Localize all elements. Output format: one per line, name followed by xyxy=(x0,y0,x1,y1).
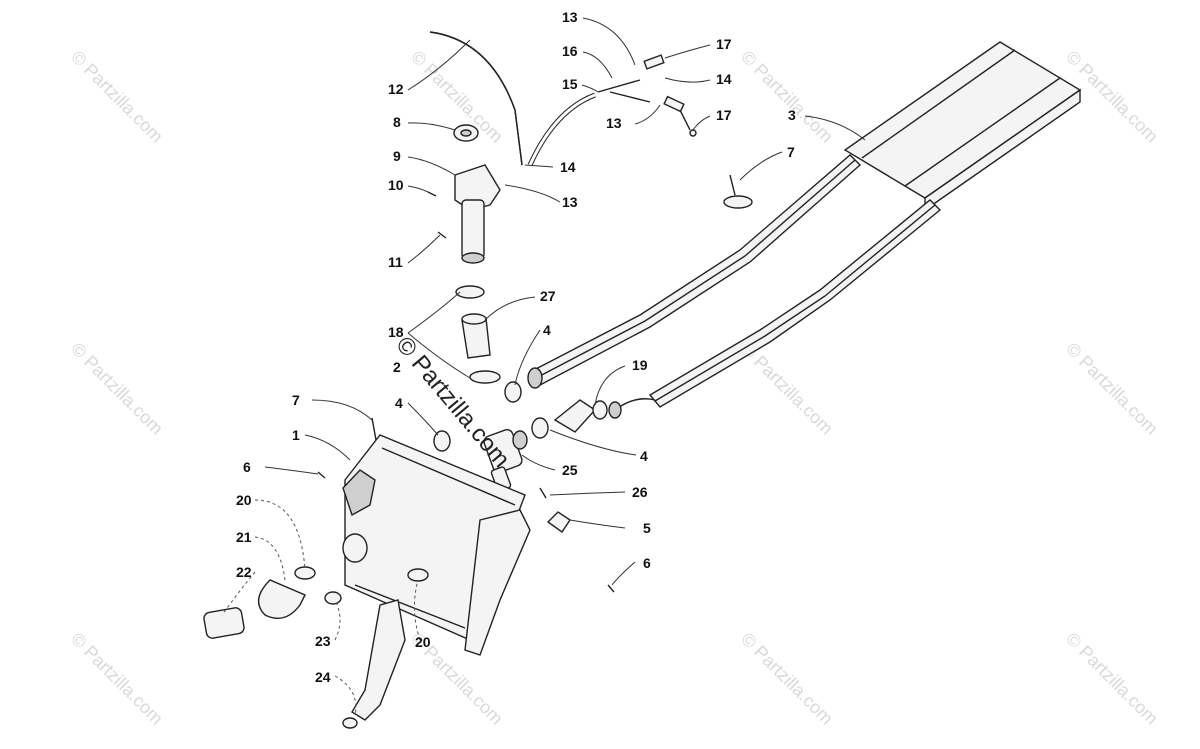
radiator-hoses xyxy=(203,579,406,729)
lower-heat-exchanger xyxy=(608,199,942,419)
upper-heat-exchanger xyxy=(527,154,862,389)
callout-17: 17 xyxy=(716,36,732,52)
hose-clamp xyxy=(324,591,342,605)
watermark: © Partzilla.com xyxy=(1062,629,1162,729)
callout-20: 20 xyxy=(415,634,431,650)
callout-10: 10 xyxy=(388,177,404,193)
callout-18: 18 xyxy=(388,324,404,340)
callout-11: 11 xyxy=(388,254,403,270)
callout-1: 1 xyxy=(292,427,300,443)
hose-clamp xyxy=(294,566,316,580)
vent-fitting-assembly xyxy=(597,54,697,137)
callout-27: 27 xyxy=(540,288,556,304)
callout-22: 22 xyxy=(236,564,252,580)
watermark: © Partzilla.com xyxy=(67,339,167,439)
callout-7: 7 xyxy=(787,144,795,160)
callout-13: 13 xyxy=(562,9,578,25)
coupler-hose xyxy=(455,285,501,384)
coolant-filler-neck xyxy=(453,124,501,264)
callout-6: 6 xyxy=(643,555,651,571)
callout-4: 4 xyxy=(395,395,403,411)
watermark: © Partzilla.com xyxy=(737,47,837,147)
watermark: © Partzilla.com xyxy=(737,339,837,439)
callout-4: 4 xyxy=(543,322,551,338)
hose-clamp xyxy=(531,417,549,439)
hose-clamp xyxy=(407,568,429,582)
callout-25: 25 xyxy=(562,462,578,478)
callout-6: 6 xyxy=(243,459,251,475)
callout-23: 23 xyxy=(315,633,331,649)
callout-17: 17 xyxy=(716,107,732,123)
callout-15: 15 xyxy=(562,76,578,92)
hose-clamp xyxy=(433,430,451,452)
overflow-hose xyxy=(429,31,523,166)
callout-12: 12 xyxy=(388,81,404,97)
callout-14: 14 xyxy=(716,71,732,87)
elbow-hose xyxy=(553,399,608,433)
callout-20: 20 xyxy=(236,492,252,508)
watermark: © Partzilla.com xyxy=(67,629,167,729)
callout-19: 19 xyxy=(632,357,648,373)
callout-labels: 1 2 3 4 4 4 5 6 6 7 7 8 9 10 11 12 13 13… xyxy=(236,9,796,685)
callout-8: 8 xyxy=(393,114,401,130)
watermark: © Partzilla.com xyxy=(1062,339,1162,439)
callout-24: 24 xyxy=(315,669,331,685)
callout-9: 9 xyxy=(393,148,401,164)
callout-2: 2 xyxy=(393,359,401,375)
hose-clamp xyxy=(504,381,522,403)
callout-26: 26 xyxy=(632,484,648,500)
watermark: © Partzilla.com xyxy=(737,629,837,729)
mounting-bracket xyxy=(546,511,571,533)
callout-4: 4 xyxy=(640,448,648,464)
watermark: © Partzilla.com xyxy=(67,47,167,147)
callout-13: 13 xyxy=(562,194,578,210)
fasteners xyxy=(317,174,753,593)
vent-hose xyxy=(527,92,596,167)
callout-3: 3 xyxy=(788,107,796,123)
radiator xyxy=(342,434,531,656)
heat-exchanger-tunnel xyxy=(843,41,1082,212)
callout-13: 13 xyxy=(606,115,622,131)
callout-21: 21 xyxy=(236,529,252,545)
callout-5: 5 xyxy=(643,520,651,536)
leader-lines xyxy=(221,17,866,716)
callout-7: 7 xyxy=(292,392,300,408)
callout-14: 14 xyxy=(560,159,576,175)
callout-16: 16 xyxy=(562,43,578,59)
